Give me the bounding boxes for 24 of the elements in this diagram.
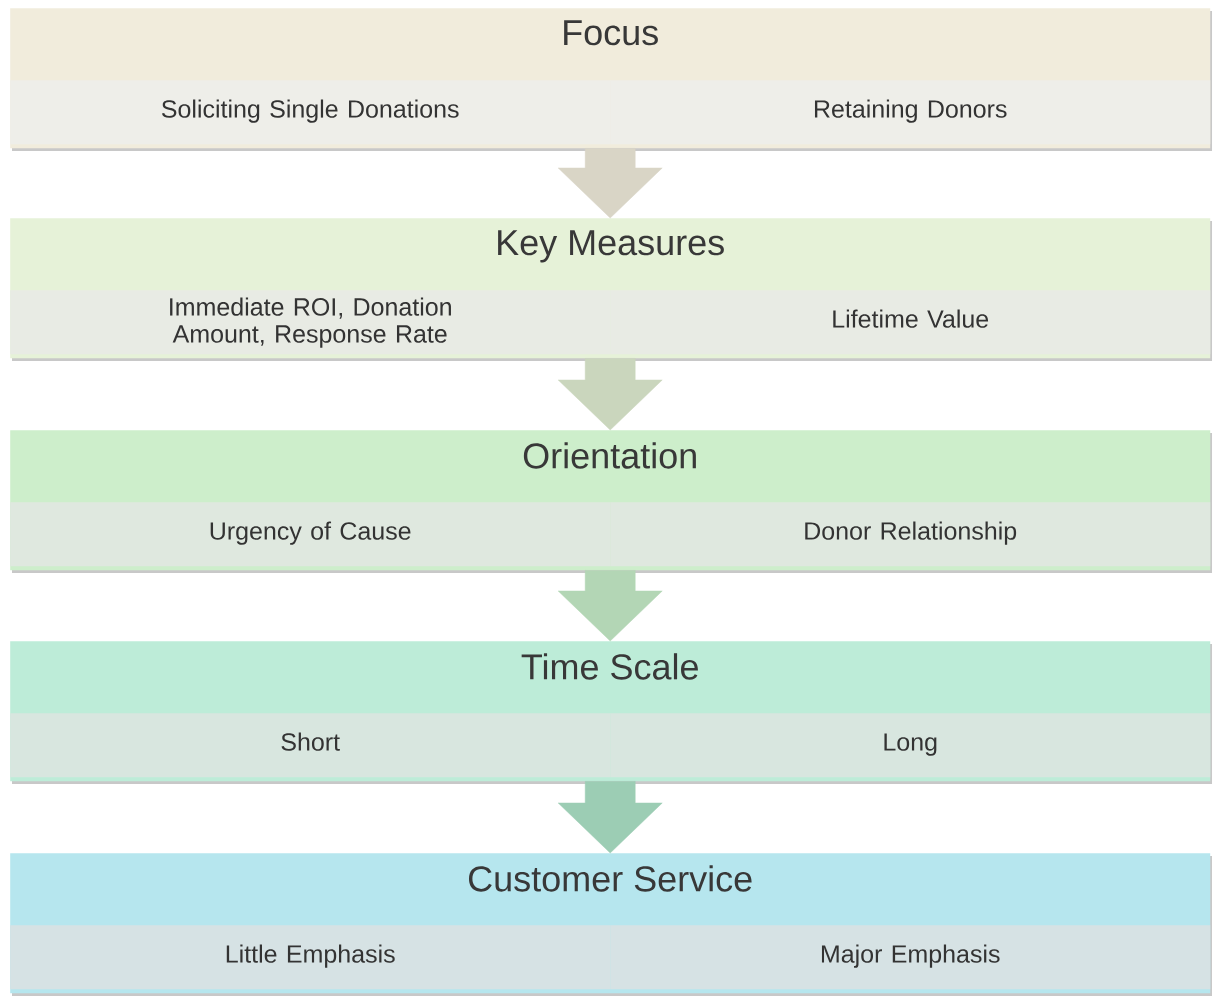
node-label: Retaining Donors [814, 99, 1007, 123]
text-cell: Retaining Donors [610, 80, 1211, 145]
arrow [557, 148, 663, 219]
text-cell: Major Emphasis [610, 925, 1211, 990]
node-label: Donor Relationship [805, 521, 1017, 545]
arrow [557, 570, 663, 642]
node-label: Short [281, 732, 340, 751]
text-cell: Long [610, 713, 1211, 778]
node-label: Long [884, 733, 937, 756]
node-label: Urgency of Cause [210, 521, 411, 545]
text-cell: Soliciting Single Donations [10, 80, 611, 145]
arrow [557, 358, 663, 431]
node-label: Soliciting Single Donations [161, 99, 459, 123]
arrow [557, 781, 663, 854]
node-label: Major Emphasis [821, 944, 1000, 968]
node-label: Immediate ROI, Donation Amount, Response Rate [170, 297, 451, 348]
node-label: Lifetime Value [833, 309, 989, 328]
text-cell: Short [10, 713, 611, 778]
text-cell: Immediate ROI, Donation Amount, Response Rate [10, 290, 611, 355]
node-label: Little Emphasis [226, 944, 395, 968]
text-cell: Urgency of Cause [10, 502, 611, 567]
text-cell: Donor Relationship [610, 502, 1211, 567]
text-cell: Little Emphasis [10, 925, 611, 990]
text-cell: Lifetime Value [610, 290, 1211, 355]
